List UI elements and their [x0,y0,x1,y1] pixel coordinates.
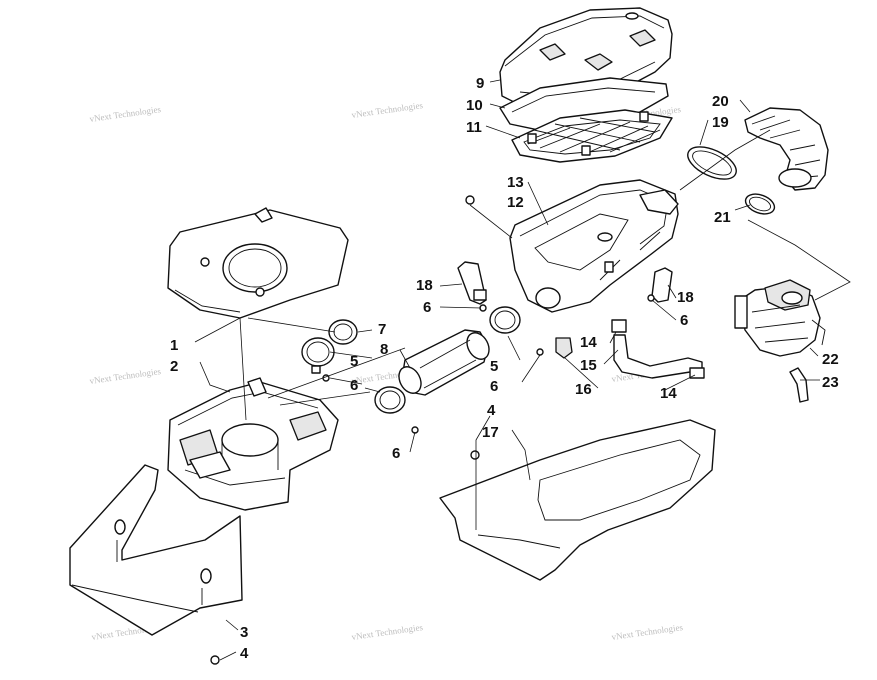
clamp-upper-left [301,337,335,374]
callout-5: 5 [490,358,498,375]
callout-19: 19 [712,114,729,131]
callout-16: 16 [575,381,592,398]
clamp-7 [328,319,358,345]
bolt-icon [465,195,475,205]
heat-shield [69,464,243,636]
bolt-icon [536,348,544,356]
watermark-text: vNext Technologies [611,622,684,642]
callout-13: 13 [507,174,524,191]
callout-12: 12 [507,194,524,211]
drain-assembly [555,319,705,379]
callout-4: 4 [240,645,249,662]
callout-22: 22 [822,351,839,368]
bracket-right [651,267,673,303]
callout-14: 14 [580,334,597,351]
bolt-icon [210,655,220,665]
callout-6: 6 [423,299,431,316]
callout-6: 6 [392,445,400,462]
watermark-text: vNext Technologies [89,104,162,124]
callout-3: 3 [240,624,248,641]
bracket-left [457,261,487,305]
callout-6: 6 [490,378,498,395]
callout-20: 20 [712,93,729,110]
callout-5: 5 [350,353,358,370]
air-box-base [509,179,679,313]
boot-clamp-large [687,146,737,180]
callout-2: 2 [170,358,178,375]
callout-17: 17 [482,424,499,441]
callout-6: 6 [350,377,358,394]
callout-4: 4 [487,402,496,419]
callout-18: 18 [677,289,694,306]
callout-1: 1 [170,337,178,354]
leader-lines [194,79,851,661]
carburetor [734,279,826,357]
clamp-right [489,306,521,334]
lower-air-box [167,377,339,511]
watermark-text: vNext Technologies [351,100,424,120]
bolt-icon [647,294,655,302]
intake-tube [398,329,490,396]
callout-21: 21 [714,209,731,226]
bolt-icon [470,450,480,460]
callout-6: 6 [680,312,688,329]
air-filter-frame [511,109,673,163]
air-box-gasket [499,77,669,133]
watermark-text: vNext Technologies [351,622,424,642]
callout-10: 10 [466,97,483,114]
callout-11: 11 [466,119,482,136]
floor-plate [439,419,716,581]
watermark-text: vNext Technologies [89,366,162,386]
vent-hose [789,367,809,403]
intake-boot [744,107,829,191]
callout-23: 23 [822,374,839,391]
callout-labels: 1 2 3 4 4 5 5 6 6 6 6 6 7 8 9 10 11 12 1… [170,75,839,662]
boot-clamp-small [744,193,776,215]
callout-18: 18 [416,277,433,294]
callout-15: 15 [580,357,597,374]
callout-8: 8 [380,341,388,358]
callout-9: 9 [476,75,484,92]
callout-7: 7 [378,321,386,338]
callout-14: 14 [660,385,677,402]
upper-plate [167,207,349,319]
clamp-mid [374,386,406,414]
